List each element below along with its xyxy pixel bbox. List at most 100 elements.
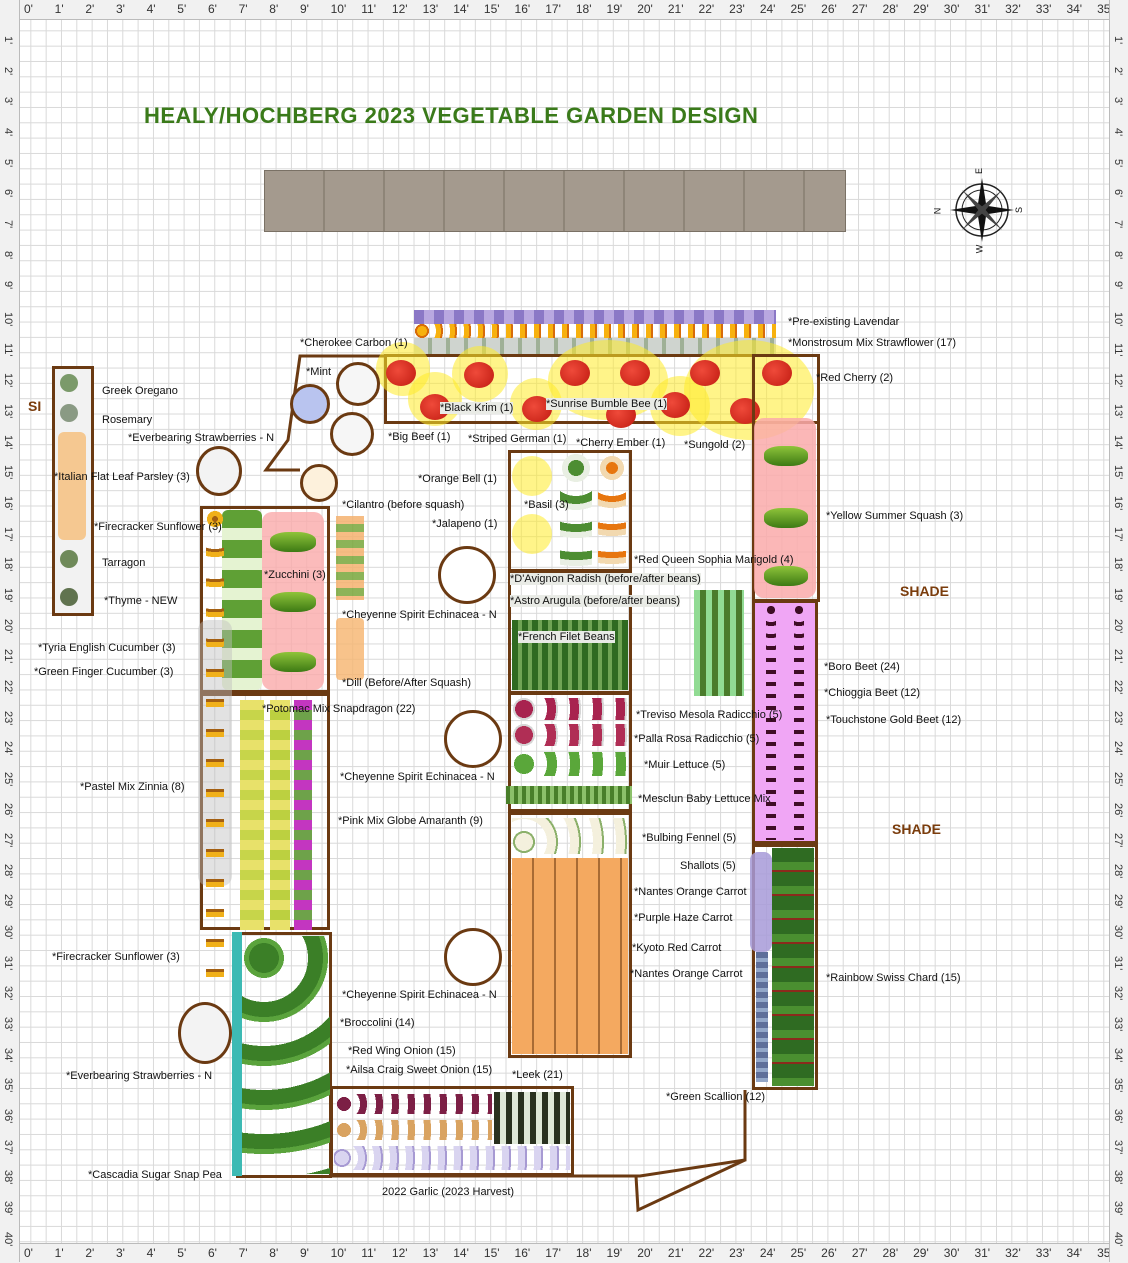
label-red-wing: *Red Wing Onion (15) xyxy=(348,1045,456,1057)
label-mint: *Mint xyxy=(306,366,332,378)
ruler-tick: 5' xyxy=(177,1246,187,1260)
ruler-tick: 15' xyxy=(483,1246,500,1260)
ruler-tick: 14' xyxy=(453,1246,469,1260)
ruler-tick: 21' xyxy=(667,2,684,16)
ruler-tick: 27' xyxy=(851,2,868,16)
ruler-tick: 1' xyxy=(54,1246,64,1260)
echinacea-pot xyxy=(444,710,502,768)
ruler-tick: 16' xyxy=(514,1246,531,1260)
snapdragon-column xyxy=(270,700,290,930)
label-shallots: Shallots (5) xyxy=(680,860,736,872)
label-basil: *Basil (3) xyxy=(524,499,569,511)
carrot-block xyxy=(512,858,628,1054)
ruler-tick: 12' xyxy=(391,1246,408,1260)
label-palla: *Palla Rosa Radicchio (5) xyxy=(634,733,760,745)
pepper-halo xyxy=(512,514,552,554)
ruler-tick: 21' xyxy=(667,1246,684,1260)
red-wing-onion-row xyxy=(336,1094,492,1114)
label-cherokee: *Cherokee Carbon (1) xyxy=(300,337,408,349)
ruler-tick: 18' xyxy=(575,1246,592,1260)
ruler-tick: 35' xyxy=(1097,2,1113,16)
shallot-zone xyxy=(750,852,772,952)
ruler-tick: 25' xyxy=(790,2,807,16)
ruler-tick: 26' xyxy=(821,2,837,16)
label-sungold: *Sungold (2) xyxy=(684,439,746,451)
shade-label: SHADE xyxy=(900,583,950,599)
parsley-strip xyxy=(58,432,86,540)
basil-column xyxy=(560,454,592,566)
ruler-tick: 29' xyxy=(913,1246,929,1260)
ruler-tick: 3' xyxy=(115,1246,125,1260)
label-mesclun: *Mesclun Baby Lettuce Mix xyxy=(638,793,771,805)
label-ailsa: *Ailsa Craig Sweet Onion (15) xyxy=(346,1064,493,1076)
ruler-tick: 11' xyxy=(361,1246,376,1260)
strawberry-pot xyxy=(178,1002,232,1064)
compass-rose-icon: N xyxy=(944,178,1014,242)
label-rainbow-chard: *Rainbow Swiss Chard (15) xyxy=(826,972,961,984)
ruler-tick: 17' xyxy=(545,2,561,16)
ruler-tick: 19' xyxy=(606,1246,623,1260)
ruler-tick: 24' xyxy=(759,1246,776,1260)
tomato-red-cherry-icon xyxy=(762,360,792,386)
beet-row xyxy=(794,604,804,840)
ruler-tick: 17' xyxy=(545,1246,561,1260)
ruler-tick: 11' xyxy=(361,2,376,16)
label-tyria: *Tyria English Cucumber (3) xyxy=(38,642,176,654)
ruler-tick: 14' xyxy=(453,2,469,16)
snap-pea-trellis xyxy=(232,932,242,1176)
fennel-row xyxy=(512,818,628,854)
label-treviso: *Treviso Mesola Radicchio (5) xyxy=(636,709,783,721)
label-parsley: *Italian Flat Leaf Parsley (3) xyxy=(54,471,190,483)
cut-off-label: SI xyxy=(28,398,42,414)
ruler-tick: 5' xyxy=(177,2,187,16)
ruler-tick: 34' xyxy=(1066,1246,1083,1260)
label-purple-haze: *Purple Haze Carrot xyxy=(634,912,733,924)
fennel-carrot-bed xyxy=(508,812,632,1058)
label-astro: *Astro Arugula (before/after beans) xyxy=(510,595,680,607)
ruler-tick: 23' xyxy=(729,2,745,16)
ruler-tick: 32' xyxy=(1005,1246,1021,1260)
label-muir: *Muir Lettuce (5) xyxy=(644,759,726,771)
ruler-tick: 6' xyxy=(207,2,217,16)
ruler-tick: 10' xyxy=(330,2,347,16)
tomato-sunrise-icon xyxy=(620,360,650,386)
ruler-tick: 12' xyxy=(391,2,408,16)
globe-amaranth-column xyxy=(294,700,312,930)
herb-pot xyxy=(336,362,380,406)
rosemary-icon xyxy=(60,404,78,422)
label-everbearing-top: *Everbearing Strawberries - N xyxy=(128,432,275,444)
ruler-tick: 0' xyxy=(24,1246,33,1260)
ruler-tick: 9' xyxy=(299,1246,309,1260)
ruler-tick: 22' xyxy=(698,2,715,16)
label-red-cherry: *Red Cherry (2) xyxy=(816,372,894,384)
ruler-tick: 6' xyxy=(207,1246,217,1260)
ruler-tick: 28' xyxy=(882,2,899,16)
ruler-tick: 2' xyxy=(85,2,95,16)
ruler-tick: 18' xyxy=(575,2,592,16)
label-french-filet: *French Filet Beans xyxy=(518,631,615,643)
cucumber-vine xyxy=(222,510,262,690)
label-strawflower: *Monstrosum Mix Strawflower (17) xyxy=(788,337,957,349)
label-chioggia: *Chioggia Beet (12) xyxy=(824,687,921,699)
bean-trellis xyxy=(694,590,744,696)
flower-bed xyxy=(200,690,330,930)
ruler-top: 0'1'2'3'4'5'6'7'8'9'10'11'12'13'14'15'16… xyxy=(0,0,1128,20)
ruler-tick: 19' xyxy=(606,2,623,16)
ruler-tick: 9' xyxy=(299,2,309,16)
ruler-tick: 16' xyxy=(514,2,531,16)
ruler-tick: 20' xyxy=(637,2,653,16)
ruler-tick: 8' xyxy=(269,2,279,16)
ruler-tick: 7' xyxy=(238,1246,248,1260)
label-globe-amaranth: *Pink Mix Globe Amaranth (9) xyxy=(338,815,483,827)
echinacea-pot xyxy=(444,928,502,986)
label-nantes-1: *Nantes Orange Carrot xyxy=(634,886,747,898)
echinacea-pot xyxy=(438,546,496,604)
leek-block xyxy=(494,1092,570,1144)
shade-label: SHADE xyxy=(892,821,942,837)
ruler-tick: 4' xyxy=(146,2,156,16)
yellow-squash-icon xyxy=(764,508,808,528)
label-dill: *Dill (Before/After Squash) xyxy=(342,677,471,689)
ruler-tick: 33' xyxy=(1035,2,1052,16)
lavender-row xyxy=(414,310,776,324)
stone-patio xyxy=(264,170,846,232)
